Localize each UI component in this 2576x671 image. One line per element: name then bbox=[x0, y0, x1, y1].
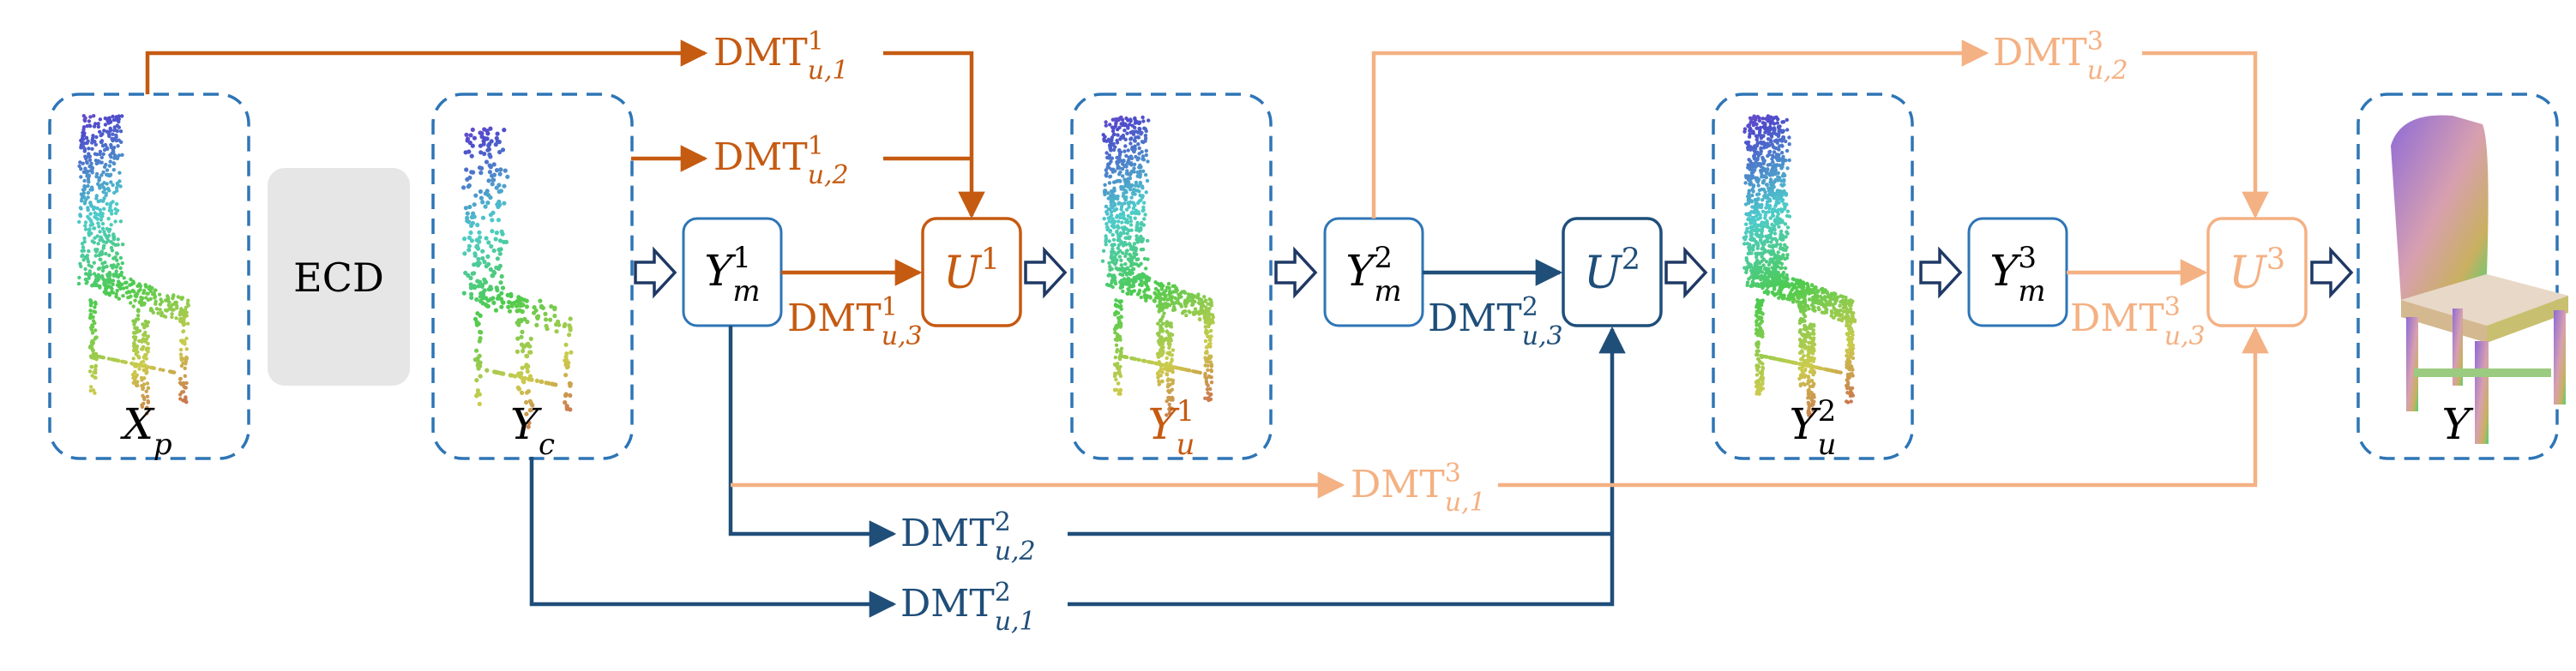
edge-xp-dmt1-1 bbox=[145, 39, 708, 94]
edge-yc-dmt2-1 bbox=[529, 457, 897, 618]
hollow-arrow-icon bbox=[1919, 246, 1963, 299]
svg-text:U3: U3 bbox=[2229, 243, 2285, 299]
dashed-frame bbox=[1070, 93, 1273, 460]
upsampler-label-3: U3 bbox=[2229, 243, 2285, 299]
edge-dmt1-1-u1 bbox=[883, 51, 985, 219]
edge-dmt2-1-u2 bbox=[1068, 326, 1626, 607]
chair-point-cloud-icon bbox=[76, 114, 190, 416]
dashed-frame bbox=[2356, 93, 2559, 460]
edge-dmt3-1-u3 bbox=[1498, 326, 2269, 488]
edge-ym1-dmt2-2 bbox=[728, 326, 897, 548]
upsampler-box-2 bbox=[1562, 217, 1663, 327]
chair-renders bbox=[76, 114, 2568, 444]
svg-text:Y2m: Y2m bbox=[1345, 241, 1401, 309]
coarse-input-label: Yc bbox=[510, 399, 555, 462]
ecd-label: ECD bbox=[293, 255, 384, 301]
edge-dmt3-2-u3 bbox=[2142, 51, 2269, 219]
svg-text:Y2u: Y2u bbox=[1790, 394, 1837, 462]
svg-text:U1: U1 bbox=[943, 243, 1000, 299]
hollow-arrow-icon bbox=[1024, 246, 1068, 299]
partial-input-label: Xp bbox=[119, 399, 172, 462]
svg-text:Xp: Xp bbox=[119, 399, 172, 462]
dashed-frame bbox=[1712, 93, 1914, 460]
edge-ym2-dmt3-2 bbox=[1371, 39, 1989, 219]
upsampler-label-2: U2 bbox=[1584, 243, 1640, 299]
chair-point-cloud-icon bbox=[1100, 115, 1216, 417]
connectors bbox=[145, 39, 2269, 618]
final-output-label: Y bbox=[2442, 399, 2474, 449]
chair-point-cloud-icon bbox=[461, 126, 574, 429]
svg-text:Y: Y bbox=[2442, 399, 2474, 449]
svg-text:Yc: Yc bbox=[510, 399, 555, 462]
hollow-arrow-icon bbox=[1664, 246, 1708, 299]
svg-text:U2: U2 bbox=[1584, 243, 1640, 299]
upsampler-label-1: U1 bbox=[943, 243, 1000, 299]
hollow-arrow-icon bbox=[2310, 246, 2354, 299]
chair-point-cloud-icon bbox=[2391, 115, 2568, 444]
flow-arrows bbox=[634, 246, 2354, 299]
dashed-frame bbox=[48, 93, 250, 460]
svg-text:Y3m: Y3m bbox=[1989, 241, 2045, 309]
hollow-arrow-icon bbox=[634, 246, 677, 299]
hollow-arrow-icon bbox=[1274, 246, 1318, 299]
svg-text:Y1u: Y1u bbox=[1148, 394, 1195, 462]
ecd-block: ECD bbox=[268, 168, 410, 386]
chair-point-cloud-icon bbox=[1742, 114, 1857, 417]
ecd-box bbox=[268, 168, 410, 386]
svg-text:Y1m: Y1m bbox=[704, 241, 760, 309]
